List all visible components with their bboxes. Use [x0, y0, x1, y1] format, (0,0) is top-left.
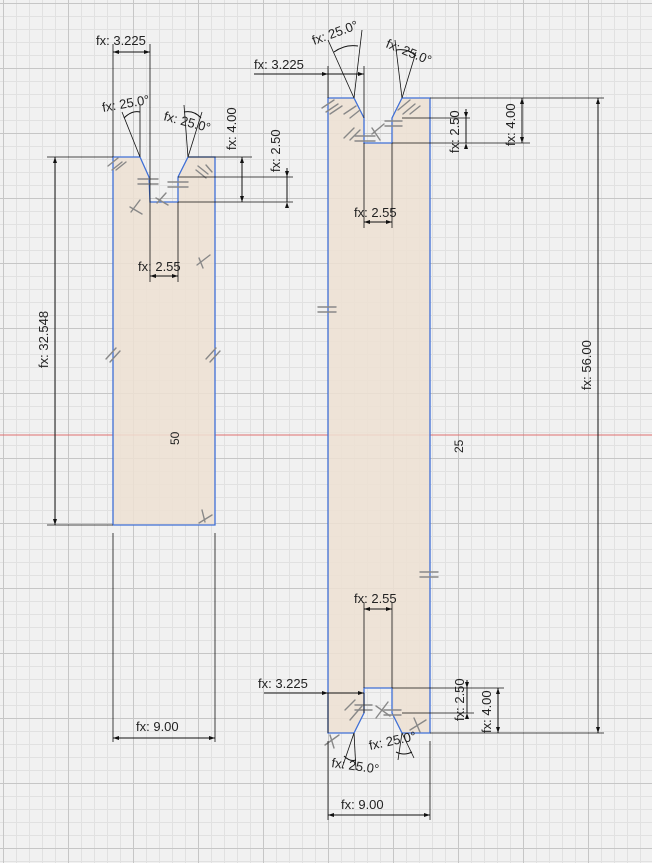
svg-text:fx: 4.00: fx: 4.00	[479, 690, 494, 733]
svg-text:fx: 3.225: fx: 3.225	[96, 33, 146, 48]
svg-text:fx: 2.50: fx: 2.50	[268, 129, 283, 172]
svg-text:fx: 4.00: fx: 4.00	[224, 107, 239, 150]
profile-number-label: 50	[168, 431, 182, 445]
dim-bottom-depth-outer[interactable]: fx: 4.00	[474, 687, 504, 733]
parallel-glyph-icon	[344, 699, 363, 721]
svg-text:fx: 3.225: fx: 3.225	[258, 676, 308, 691]
dim-top-width[interactable]: fx: 3.225	[96, 33, 151, 202]
parallel-glyph-icon	[205, 347, 221, 363]
svg-text:fx: 4.00: fx: 4.00	[503, 103, 518, 146]
dim-bottom-angle-right[interactable]: fx: 25.0°	[368, 728, 418, 761]
profile-number-label: 25	[452, 439, 466, 453]
dim-top-notch-bottom[interactable]: fx: 2.55	[354, 143, 397, 228]
dim-top-angle-left[interactable]: fx: 25.0°	[310, 17, 363, 99]
dim-top-angle-right[interactable]: fx: 25.0°	[384, 36, 434, 99]
perpendicular-glyph-icon	[198, 509, 213, 524]
perpendicular-glyph-icon	[324, 734, 340, 749]
dim-bottom-angle-left[interactable]: fx: 25.0°	[331, 732, 380, 777]
perpendicular-glyph-icon	[409, 717, 427, 733]
svg-text:fx: 2.50: fx: 2.50	[452, 678, 467, 721]
left-part-profile[interactable]	[112, 156, 216, 526]
equal-glyph-icon	[354, 135, 376, 142]
parallel-glyph-icon	[105, 347, 121, 363]
left-part[interactable]: 50 fx: 3.225 fx: 25.0° fx: 25.0°	[36, 33, 293, 742]
coincident-glyph-icon	[397, 99, 421, 115]
perpendicular-glyph-icon	[155, 192, 169, 206]
parallel-glyph-icon	[343, 127, 361, 141]
dim-width[interactable]: fx: 9.00	[112, 533, 216, 742]
dim-top-depth-inner[interactable]: fx: 2.50	[392, 109, 530, 153]
coincident-glyph-icon	[343, 105, 361, 119]
dim-bottom-depth-inner[interactable]: fx: 2.50	[392, 678, 474, 721]
dim-bottom-width[interactable]: fx: 3.225	[258, 676, 365, 733]
svg-text:fx: 56.00: fx: 56.00	[579, 340, 594, 390]
svg-text:fx: 2.55: fx: 2.55	[354, 591, 397, 606]
svg-text:fx: 3.225: fx: 3.225	[254, 57, 304, 72]
perpendicular-glyph-icon	[371, 123, 385, 141]
right-part-profile[interactable]	[327, 97, 431, 734]
dim-height[interactable]: fx: 56.00	[430, 98, 604, 734]
svg-text:fx: 2.50: fx: 2.50	[447, 110, 462, 153]
dim-top-width[interactable]: fx: 3.225	[254, 57, 365, 118]
svg-text:fx: 25.0°: fx: 25.0°	[162, 108, 212, 135]
svg-text:fx: 25.0°: fx: 25.0°	[310, 17, 360, 47]
equal-glyph-icon	[354, 704, 373, 711]
dim-height[interactable]: fx: 32.548	[36, 156, 113, 526]
equal-glyph-icon	[137, 178, 159, 185]
dim-depth-outer[interactable]: fx: 4.00	[178, 107, 293, 203]
left-part-constraint-glyphs	[105, 157, 221, 524]
svg-text:fx: 25.0°: fx: 25.0°	[384, 36, 434, 68]
svg-text:fx: 2.55: fx: 2.55	[354, 205, 397, 220]
coincident-glyph-icon	[321, 99, 343, 115]
coincident-glyph-icon	[107, 157, 127, 171]
equal-glyph-icon	[384, 120, 403, 127]
equal-glyph-icon	[317, 306, 337, 313]
svg-text:fx: 9.00: fx: 9.00	[136, 719, 179, 734]
dim-bottom-notch-bottom[interactable]: fx: 2.55	[354, 591, 397, 688]
dim-angle-right[interactable]: fx: 25.0°	[162, 104, 212, 158]
dim-angle-left[interactable]: fx: 25.0°	[101, 92, 151, 158]
equal-glyph-icon	[419, 571, 439, 578]
perpendicular-glyph-icon	[129, 199, 143, 215]
svg-text:fx: 32.548: fx: 32.548	[36, 311, 51, 368]
perpendicular-glyph-icon	[196, 254, 211, 269]
svg-text:fx: 2.55: fx: 2.55	[138, 259, 181, 274]
right-part[interactable]: 25 fx: 25.0° fx: 25.0° fx: 3.225	[254, 17, 604, 820]
svg-text:fx: 25.0°: fx: 25.0°	[331, 755, 380, 777]
dim-top-depth-outer[interactable]: fx: 4.00	[430, 97, 604, 146]
dim-width[interactable]: fx: 9.00	[327, 741, 431, 820]
svg-text:fx: 9.00: fx: 9.00	[341, 797, 384, 812]
svg-text:fx: 25.0°: fx: 25.0°	[101, 92, 151, 115]
equal-glyph-icon	[167, 181, 189, 188]
equal-glyph-icon	[383, 709, 402, 716]
right-part-constraint-glyphs	[317, 99, 439, 749]
dim-notch-bottom[interactable]: fx: 2.55	[138, 202, 181, 282]
dim-depth-inner[interactable]: fx: 2.50	[178, 129, 293, 208]
